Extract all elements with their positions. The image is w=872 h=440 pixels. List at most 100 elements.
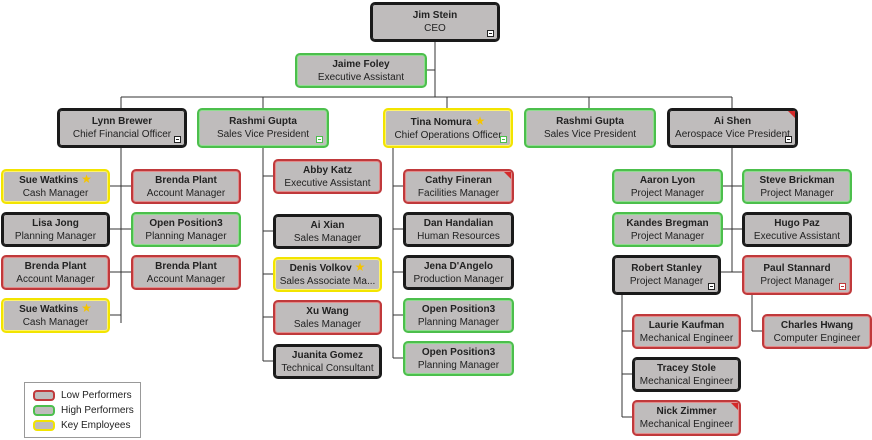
node-name-text: Juanita Gomez — [291, 349, 364, 361]
node-name-text: Jim Stein — [412, 10, 458, 21]
node-title: Mechanical Engineer — [639, 332, 734, 344]
org-node-tina-nomura[interactable]: Tina Nomura★Chief Operations Officer — [383, 108, 513, 148]
node-title: Project Manager — [760, 187, 834, 199]
legend: Low Performers High Performers Key Emplo… — [24, 382, 141, 438]
node-title: Executive Assistant — [317, 71, 405, 83]
node-name: Brenda Plant — [25, 260, 87, 273]
node-title: Computer Engineer — [773, 332, 861, 344]
node-title: Chief Financial Officer — [72, 129, 172, 140]
node-name: Open Position3 — [422, 303, 495, 316]
collapse-toggle-icon[interactable] — [174, 136, 181, 143]
collapse-toggle-icon[interactable] — [487, 30, 494, 37]
node-title: Planning Manager — [145, 230, 227, 242]
node-name-text: Paul Stannard — [763, 263, 831, 274]
node-title: Account Manager — [146, 187, 226, 199]
node-title: Aerospace Vice President — [675, 129, 790, 140]
node-name: Juanita Gomez — [292, 349, 363, 362]
node-name-text: Tina Nomura — [410, 116, 472, 128]
collapse-toggle-icon[interactable] — [708, 283, 715, 290]
node-name-text: Open Position3 — [149, 217, 223, 229]
legend-item-low: Low Performers — [33, 388, 140, 403]
node-name-text: Dan Handalian — [423, 217, 494, 229]
node-name-text: Brenda Plant — [24, 260, 87, 272]
node-name: Steve Brickman — [759, 174, 834, 187]
node-title: Planning Manager — [417, 316, 500, 328]
node-name: Lisa Jong — [32, 217, 79, 230]
star-icon: ★ — [81, 172, 92, 186]
node-title: Chief Operations Officer — [394, 129, 502, 141]
node-title: Mechanical Engineer — [639, 419, 734, 430]
collapse-toggle-icon[interactable] — [500, 136, 507, 143]
node-title: Planning Manager — [14, 230, 97, 242]
node-name-text: Jena D'Angelo — [423, 260, 494, 272]
node-name: Jena D'Angelo — [424, 260, 493, 273]
node-title: Mechanical Engineer — [639, 375, 734, 387]
node-title: Human Resources — [417, 230, 500, 242]
collapse-toggle-icon[interactable] — [316, 136, 323, 143]
node-name: Xu Wang — [306, 305, 348, 318]
node-name: Nick Zimmer — [656, 405, 716, 418]
node-title: Technical Consultant — [281, 362, 374, 374]
node-name: Jaime Foley — [332, 58, 389, 71]
node-title: Sales Associate Ma... — [279, 276, 376, 287]
node-name: Tracey Stole — [657, 362, 716, 375]
node-name-text: Brenda Plant — [155, 174, 217, 186]
node-name-text: Xu Wang — [306, 305, 349, 317]
node-title: Sales Manager — [293, 232, 362, 244]
collapse-toggle-icon[interactable] — [839, 283, 846, 290]
node-name: Jim Stein — [413, 9, 457, 22]
node-name-text: Ai Xian — [310, 219, 345, 231]
node-name: Sue Watkins★ — [19, 173, 92, 187]
node-title: Production Manager — [413, 273, 504, 285]
node-name: Brenda Plant — [155, 174, 217, 187]
node-name-text: Laurie Kaufman — [648, 319, 725, 331]
node-title: Sales Vice President — [216, 129, 310, 140]
node-title: Project Manager — [629, 276, 704, 287]
node-name-text: Sue Watkins — [19, 175, 79, 186]
node-title: CEO — [424, 23, 446, 34]
corner-flag-icon — [731, 403, 738, 410]
node-title: Executive Assistant — [284, 177, 371, 189]
org-node-sue-watkins-2[interactable]: Sue Watkins★Cash Manager — [1, 298, 110, 333]
collapse-toggle-icon[interactable] — [785, 136, 792, 143]
org-node-denis-volkov[interactable]: Denis Volkov★Sales Associate Ma... — [273, 257, 382, 292]
node-name-text: Kandes Bregman — [626, 217, 709, 229]
legend-label: Key Employees — [61, 420, 131, 431]
node-name: Rashmi Gupta — [229, 115, 297, 128]
legend-item-key: Key Employees — [33, 418, 140, 433]
star-icon: ★ — [81, 301, 92, 315]
legend-label: High Performers — [61, 405, 134, 416]
org-node-sue-watkins-1[interactable]: Sue Watkins★Cash Manager — [1, 169, 110, 204]
node-title: Project Manager — [760, 276, 834, 287]
